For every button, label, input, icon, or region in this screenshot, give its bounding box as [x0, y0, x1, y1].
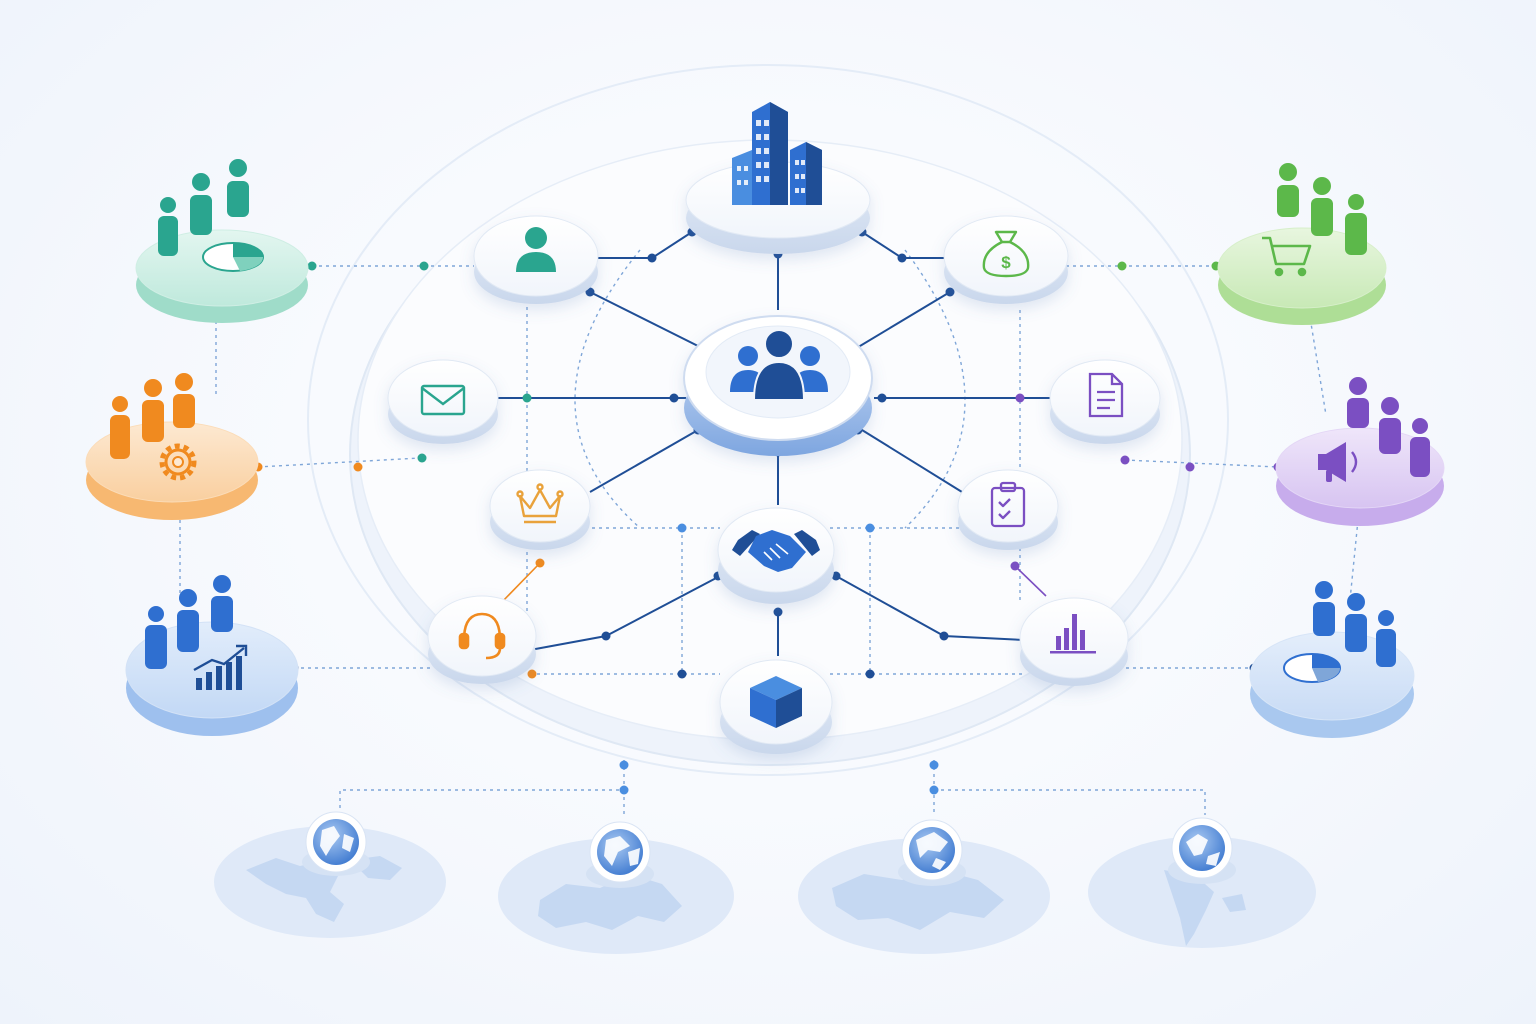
dotted-links [179, 249, 1359, 815]
people-icon [145, 575, 233, 669]
node-documents[interactable] [1049, 359, 1161, 444]
group-teal-team[interactable] [135, 229, 309, 323]
globe-icon [586, 821, 654, 888]
cart-icon [1262, 236, 1312, 277]
people-icon [1313, 581, 1396, 667]
colored-links [499, 562, 1047, 605]
pie-chart-icon [202, 242, 264, 272]
globe-icon [1168, 817, 1236, 884]
svg-text:$: $ [1001, 253, 1011, 272]
node-tasks[interactable] [957, 469, 1059, 550]
user-icon [516, 227, 556, 272]
money-bag-icon: $ [982, 230, 1030, 278]
handshake-icon [732, 530, 820, 572]
team-icon [730, 329, 828, 401]
crown-icon [516, 483, 564, 524]
envelope-icon [420, 384, 466, 416]
globe-icon [302, 811, 370, 876]
node-finance[interactable] [943, 215, 1069, 304]
headset-icon [458, 612, 506, 660]
globe-icon [898, 819, 966, 886]
building-icon [732, 102, 822, 205]
growth-chart-icon [193, 644, 248, 690]
gear-icon [159, 443, 197, 481]
node-support[interactable] [427, 595, 537, 684]
gear-hub [164, 448, 192, 476]
people-icon [110, 373, 195, 459]
region-oceania[interactable] [1088, 836, 1316, 948]
node-email[interactable] [387, 359, 499, 444]
region-europe[interactable] [498, 838, 734, 954]
bar-chart-icon [1050, 614, 1096, 654]
document-icon [1088, 372, 1124, 418]
people-icon [1347, 377, 1430, 477]
package-icon [750, 676, 802, 728]
region-asia[interactable] [798, 838, 1050, 954]
pie-chart-icon [1283, 653, 1341, 683]
people-icon [1277, 163, 1367, 255]
clipboard-check-icon [990, 481, 1026, 528]
people-icon [158, 159, 249, 256]
megaphone-icon [1318, 442, 1358, 482]
node-premium[interactable] [489, 469, 591, 550]
